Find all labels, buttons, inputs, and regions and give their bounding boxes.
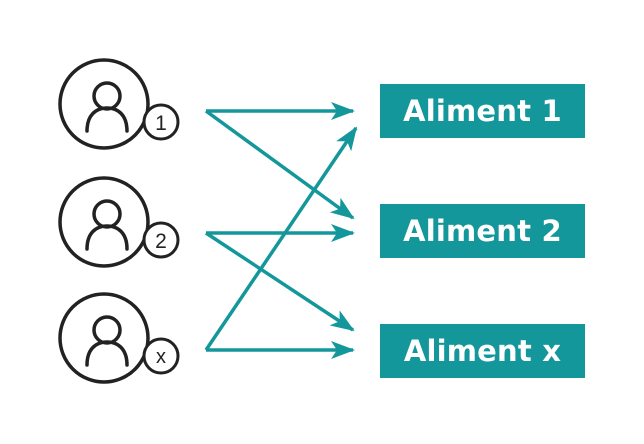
person-2-badge: [142, 221, 180, 259]
aliment-2-label: Aliment 2: [403, 214, 562, 248]
aliment-x-box: Aliment x: [380, 324, 585, 378]
person-1-badge-label: 1: [155, 112, 167, 135]
person-1-icon: 1: [58, 58, 180, 150]
person-x-badge: [142, 337, 180, 375]
arrow-2-to-aliment-x: [205, 231, 355, 332]
aliment-x-label: Aliment x: [403, 334, 562, 368]
arrow-x-to-aliment-1: [204, 126, 358, 351]
arrow-1-to-aliment-2: [204, 109, 355, 220]
arrow-group: [204, 102, 358, 359]
aliment-x-box-bg: [380, 324, 585, 378]
person-1-badge: [142, 103, 180, 141]
aliment-1-box: Aliment 1: [380, 84, 585, 138]
person-x-icon: x: [58, 292, 180, 384]
person-x-badge-label: x: [156, 346, 166, 368]
person-2-badge-label: 2: [155, 230, 167, 253]
person-2-icon: 2: [58, 176, 180, 268]
aliment-2-box-bg: [380, 204, 585, 258]
aliment-2-box: Aliment 2: [380, 204, 585, 258]
aliment-1-label: Aliment 1: [403, 94, 562, 128]
aliment-1-box-bg: [380, 84, 585, 138]
